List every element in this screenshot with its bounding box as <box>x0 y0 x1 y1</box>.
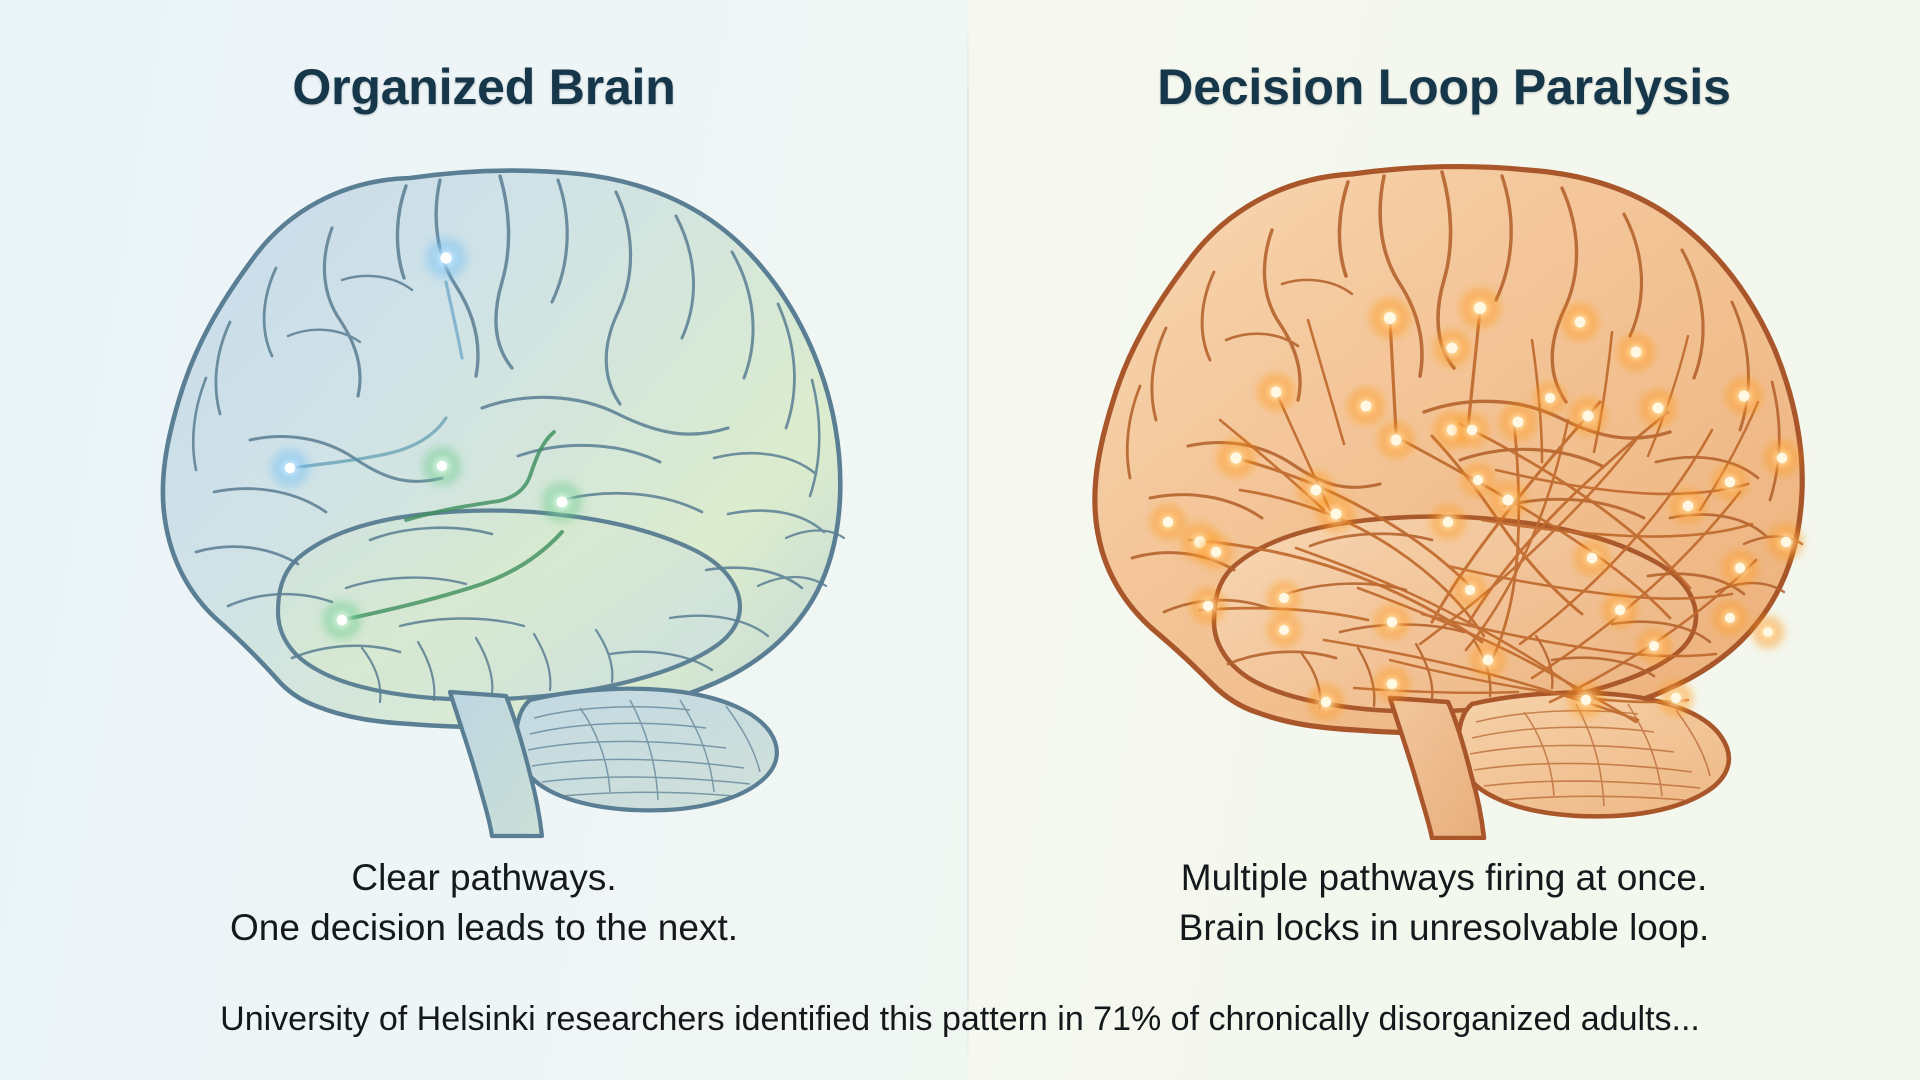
node-temporal <box>318 596 366 644</box>
firing-node <box>1366 294 1414 342</box>
left-cerebellum-folia <box>527 699 761 801</box>
firing-node <box>1486 478 1530 522</box>
firing-node <box>1264 610 1304 650</box>
left-panel-title: Organized Brain <box>292 59 676 115</box>
left-neural-pathways <box>288 280 564 622</box>
right-panel-title: Decision Loop Paralysis <box>1157 59 1731 115</box>
node-frontal <box>266 444 314 492</box>
firing-node <box>1344 384 1388 428</box>
firing-node <box>1571 537 1613 579</box>
firing-node <box>1264 578 1304 618</box>
right-firing-nodes <box>1147 284 1807 723</box>
firing-node <box>1196 532 1236 572</box>
firing-node <box>1710 598 1750 638</box>
right-cerebellum-folia <box>1469 703 1711 807</box>
firing-node <box>1748 612 1788 652</box>
firing-node <box>1709 461 1751 503</box>
right-brainstem <box>1387 695 1487 840</box>
firing-node <box>1655 677 1697 719</box>
panel-divider <box>967 0 969 1080</box>
firing-node <box>1458 460 1498 500</box>
caption-line: Brain locks in unresolvable loop. <box>1178 907 1710 948</box>
caption-line: Clear pathways. <box>351 857 617 898</box>
firing-node <box>1558 300 1602 344</box>
firing-node <box>1667 485 1709 527</box>
left-panel-caption: Clear pathways. One decision leads to th… <box>0 853 968 953</box>
firing-node <box>1634 626 1674 666</box>
right-panel-caption: Multiple pathways firing at once. Brain … <box>968 853 1920 953</box>
firing-node <box>1427 501 1469 543</box>
left-sulci <box>191 174 846 704</box>
pathway-3 <box>444 280 464 360</box>
right-chaotic-network <box>1188 308 1760 724</box>
caption-line: One decision leads to the next. <box>229 907 739 948</box>
firing-node <box>1765 521 1807 563</box>
firing-node <box>1565 679 1607 721</box>
firing-node <box>1374 418 1418 462</box>
decision-loop-paralysis-brain-illustration <box>1040 140 1830 840</box>
firing-node <box>1450 570 1490 610</box>
firing-node <box>1566 394 1610 438</box>
organized-brain-illustration <box>110 140 870 840</box>
caption-line: Multiple pathways firing at once. <box>1180 857 1708 898</box>
firing-node <box>1761 437 1803 479</box>
firing-node <box>1213 435 1259 481</box>
right-brain-body <box>1092 163 1807 840</box>
node-prefrontal <box>420 232 472 284</box>
firing-node <box>1467 639 1509 681</box>
firing-node <box>1636 386 1680 430</box>
footer-source-note: University of Helsinki researchers ident… <box>220 1000 1700 1038</box>
left-brain-body <box>160 168 846 839</box>
firing-node <box>1187 585 1229 627</box>
firing-node <box>1722 374 1766 418</box>
firing-node <box>1614 330 1658 374</box>
firing-node <box>1305 681 1347 723</box>
firing-node <box>1371 663 1413 705</box>
firing-node <box>1456 284 1504 332</box>
firing-node <box>1452 410 1492 450</box>
node-motor <box>418 442 466 490</box>
pathway-4 <box>340 530 564 622</box>
firing-node <box>1719 547 1761 589</box>
firing-node <box>1254 370 1298 414</box>
left-brainstem <box>447 689 545 839</box>
firing-node <box>1371 601 1413 643</box>
firing-node <box>1314 492 1358 536</box>
pathway-2 <box>288 416 448 470</box>
left-neural-nodes <box>266 232 587 644</box>
node-parietal <box>537 477 587 527</box>
pathway-1 <box>404 430 556 522</box>
firing-node <box>1430 326 1474 370</box>
firing-node <box>1531 379 1569 417</box>
firing-node <box>1599 589 1641 631</box>
firing-node <box>1147 501 1189 543</box>
firing-node <box>1496 400 1540 444</box>
